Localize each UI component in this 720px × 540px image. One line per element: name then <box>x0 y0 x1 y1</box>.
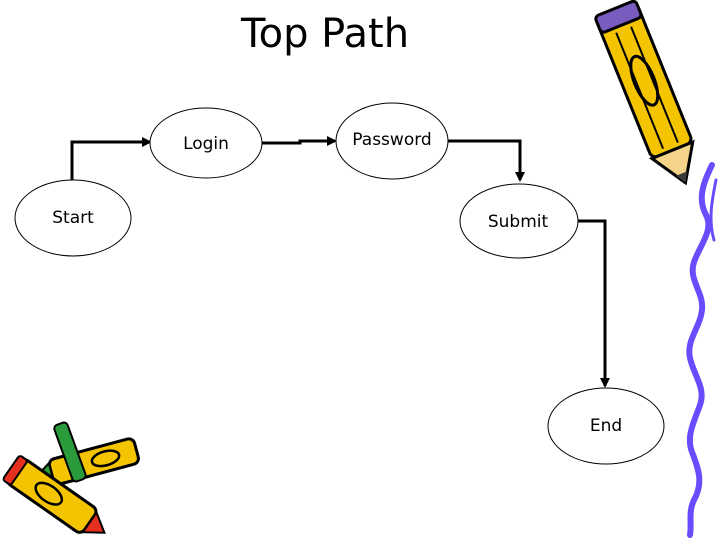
node-submit-label: Submit <box>487 212 549 232</box>
edge-start-login <box>70 137 152 180</box>
slide-title: Top Path <box>240 11 410 57</box>
node-start-shape <box>14 179 132 257</box>
node-login-shape <box>149 107 263 179</box>
edge-password-submit <box>435 139 525 182</box>
node-password-label: Password <box>352 130 432 150</box>
node-start-label: Start <box>52 208 94 228</box>
edge-login-password <box>262 136 337 146</box>
squiggle-border-icon <box>686 162 715 538</box>
node-login-label: Login <box>183 134 229 154</box>
node-password-shape <box>335 102 449 180</box>
node-end-shape <box>547 387 665 465</box>
pencil-clipart-icon <box>594 0 695 186</box>
node-end-label: End <box>589 416 623 436</box>
crayons-clipart-icon <box>2 421 140 534</box>
edge-submit-end <box>578 219 610 388</box>
node-submit-shape <box>459 183 579 259</box>
